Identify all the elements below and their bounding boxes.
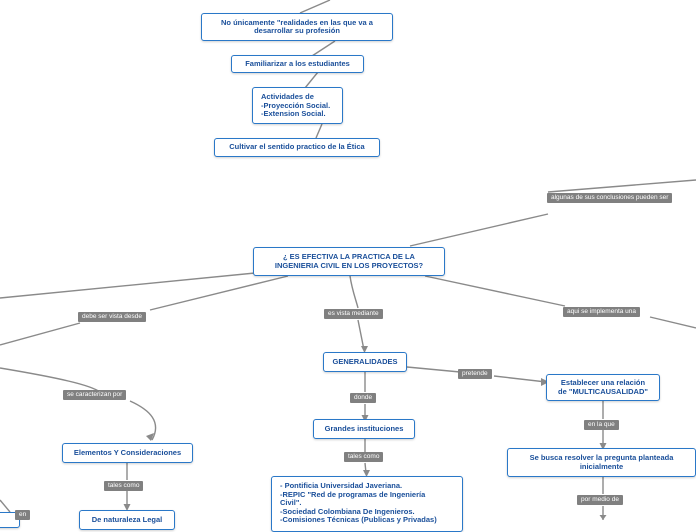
node-grandes[interactable]: Grandes instituciones [313, 419, 415, 439]
node-familiarizar[interactable]: Familiarizar a los estudiantes [231, 55, 364, 73]
node-realidades[interactable]: No únicamente "realidades en las que va … [201, 13, 393, 41]
node-etica[interactable]: Cultivar el sentido practico de la Ética [214, 138, 380, 157]
connector [0, 322, 81, 346]
arrowhead [541, 378, 549, 386]
node-generalidades-text: GENERALIDADES [332, 356, 398, 366]
label-donde: donde [350, 393, 377, 403]
connector-lines [0, 0, 696, 520]
connector [311, 40, 336, 57]
node-relacion[interactable]: Establecer una relación de "MULTICAUSALI… [546, 374, 660, 401]
connector [299, 0, 331, 14]
arrowhead [146, 433, 154, 441]
arrowhead [599, 515, 607, 520]
connector [129, 400, 157, 441]
node-central-text: ¿ ES EFECTIVA LA PRACTICA DE LA INGENIER… [274, 252, 424, 270]
node-grandes-text: Grandes instituciones [324, 423, 404, 433]
label-tales-como-1: tales como [344, 452, 384, 462]
arrowhead [361, 415, 369, 422]
connector [547, 179, 696, 193]
node-actividades-text: Actividades de -Proyección Social. -Exte… [261, 92, 331, 118]
label-conclusiones: algunas de sus conclusiones pueden ser [547, 193, 673, 203]
label-en: en [15, 510, 31, 520]
node-elementos-text: Elementos Y Consideraciones [73, 447, 182, 457]
label-vista-desde: debe ser vista desde [78, 312, 146, 322]
label-pretende: pretende [458, 369, 492, 379]
node-legal[interactable]: De naturaleza Legal [79, 510, 175, 530]
label-caracterizan: se caracterizan por [63, 390, 127, 400]
node-instituciones[interactable]: - Pontificia Universidad Javeriana. -REP… [271, 476, 463, 532]
label-en-la-que: en la que [584, 420, 619, 430]
connector [349, 275, 359, 309]
node-pregunta-text: Se busca resolver la pregunta planteada … [529, 453, 674, 471]
connector [0, 272, 256, 299]
node-actividades[interactable]: Actividades de -Proyección Social. -Exte… [252, 87, 343, 124]
node-relacion-text: Establecer una relación de "MULTICAUSALI… [558, 378, 648, 396]
label-vista-mediante: es vista mediante [324, 309, 383, 319]
node-generalidades[interactable]: GENERALIDADES [323, 352, 407, 372]
node-legal-text: De naturaleza Legal [91, 514, 163, 524]
connector [493, 375, 547, 383]
label-tales-como-2: tales como [104, 481, 144, 491]
label-por-medio: por medio de [577, 495, 623, 505]
connector [649, 316, 696, 329]
connector [409, 213, 549, 247]
connector [149, 275, 289, 311]
label-implementa: aqui se implementa una [563, 307, 641, 317]
node-familiarizar-text: Familiarizar a los estudiantes [245, 58, 350, 68]
node-etica-text: Cultivar el sentido practico de la Ética [229, 142, 365, 152]
connector [304, 71, 319, 89]
node-central[interactable]: ¿ ES EFECTIVA LA PRACTICA DE LA INGENIER… [253, 247, 445, 276]
arrowhead [599, 443, 607, 450]
arrowhead [363, 470, 370, 477]
node-realidades-text: No únicamente "realidades en las que va … [221, 17, 373, 35]
arrowhead [361, 346, 368, 353]
connector [406, 366, 461, 373]
node-elementos[interactable]: Elementos Y Consideraciones [62, 443, 193, 463]
node-pregunta[interactable]: Se busca resolver la pregunta planteada … [507, 448, 696, 477]
arrowhead [123, 504, 131, 511]
connector [315, 123, 323, 139]
connector [0, 367, 101, 393]
connector [0, 499, 11, 513]
connector [424, 275, 566, 307]
connector [357, 319, 365, 351]
node-instituciones-text: - Pontificia Universidad Javeriana. -REP… [280, 481, 437, 524]
